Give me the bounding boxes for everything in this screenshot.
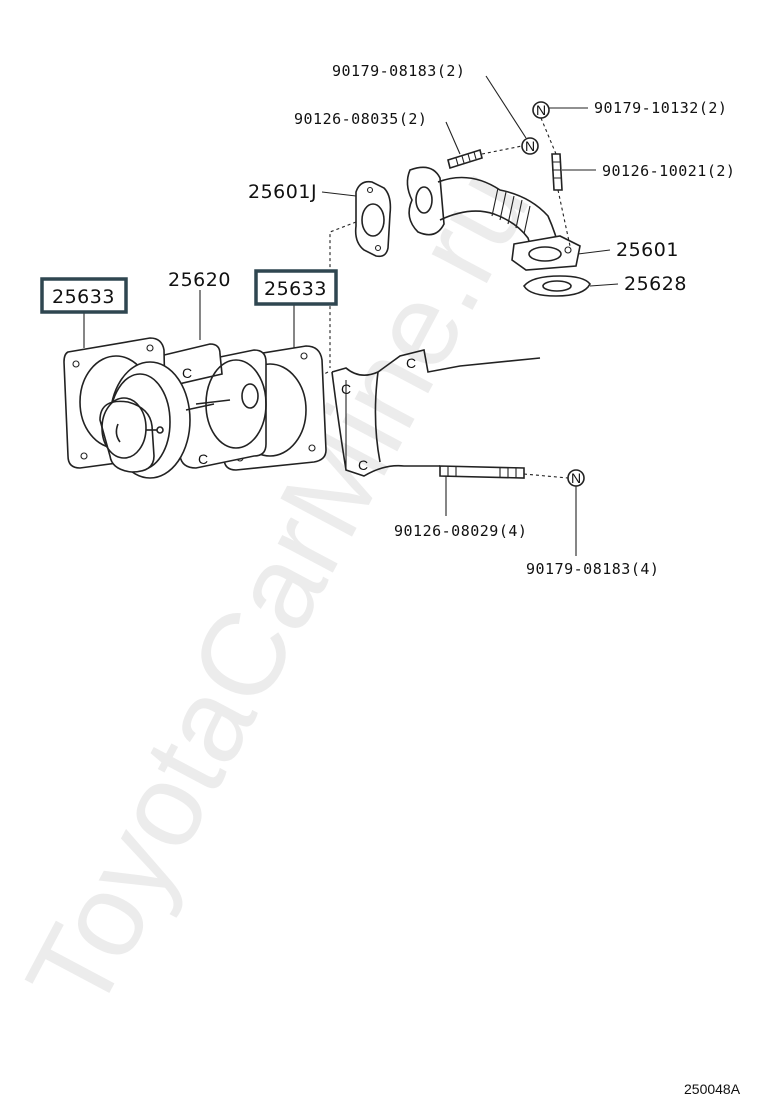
leader-90179-08183-top: [485, 75, 527, 139]
nut-90179-08183-top: N: [521, 137, 539, 155]
label-25633-left[interactable]: 25633: [52, 286, 115, 308]
label-25628[interactable]: 25628: [624, 273, 687, 295]
n-mark-3: N: [571, 470, 581, 486]
c-mark-3: C: [358, 457, 368, 473]
gasket-25628: [523, 275, 591, 297]
c-mark-5: C: [198, 451, 208, 467]
c-mark-1: C: [341, 381, 351, 397]
align-line-1: [481, 145, 523, 155]
exhaust-manifold: C C C: [331, 349, 541, 477]
label-90126-10021[interactable]: 90126-10021(2): [602, 162, 735, 180]
label-25601j[interactable]: 25601J: [248, 181, 317, 203]
label-25620[interactable]: 25620: [168, 269, 231, 291]
leader-25628: [589, 283, 619, 287]
highlight-box-25633-left: [40, 277, 128, 314]
c-mark-4: C: [182, 365, 192, 381]
label-90126-08035[interactable]: 90126-08035(2): [294, 110, 427, 128]
stud-90126-10021: [551, 153, 563, 191]
label-90179-10132[interactable]: 90179-10132(2): [594, 99, 727, 117]
label-25633-right[interactable]: 25633: [264, 278, 327, 300]
leader-25601: [577, 249, 611, 255]
label-90126-08029[interactable]: 90126-08029(4): [394, 522, 527, 540]
leader-25601j: [321, 191, 357, 197]
n-mark-1: N: [525, 138, 535, 154]
n-mark-2: N: [536, 102, 546, 118]
egr-diaphragm-body: [99, 361, 215, 479]
highlight-box-25633-right: [254, 269, 338, 306]
label-90179-08183-top[interactable]: 90179-08183(2): [332, 62, 465, 80]
stud-90126-08029: [439, 465, 525, 479]
label-90179-08183-bottom[interactable]: 90179-08183(4): [526, 560, 659, 578]
nut-90179-10132: N: [532, 101, 550, 119]
align-line-2: [540, 117, 557, 155]
c-mark-2: C: [406, 355, 416, 371]
label-25601[interactable]: 25601: [616, 239, 679, 261]
stud-90126-08035: [447, 148, 483, 170]
gasket-25601j: [354, 180, 392, 258]
diagram-reference-code: 250048A: [684, 1081, 741, 1097]
egr-pipe-25601: [406, 166, 581, 271]
align-line-6: [523, 473, 569, 479]
leader-90126-08035: [445, 121, 461, 155]
nut-90179-08183-bottom: N: [567, 469, 585, 487]
